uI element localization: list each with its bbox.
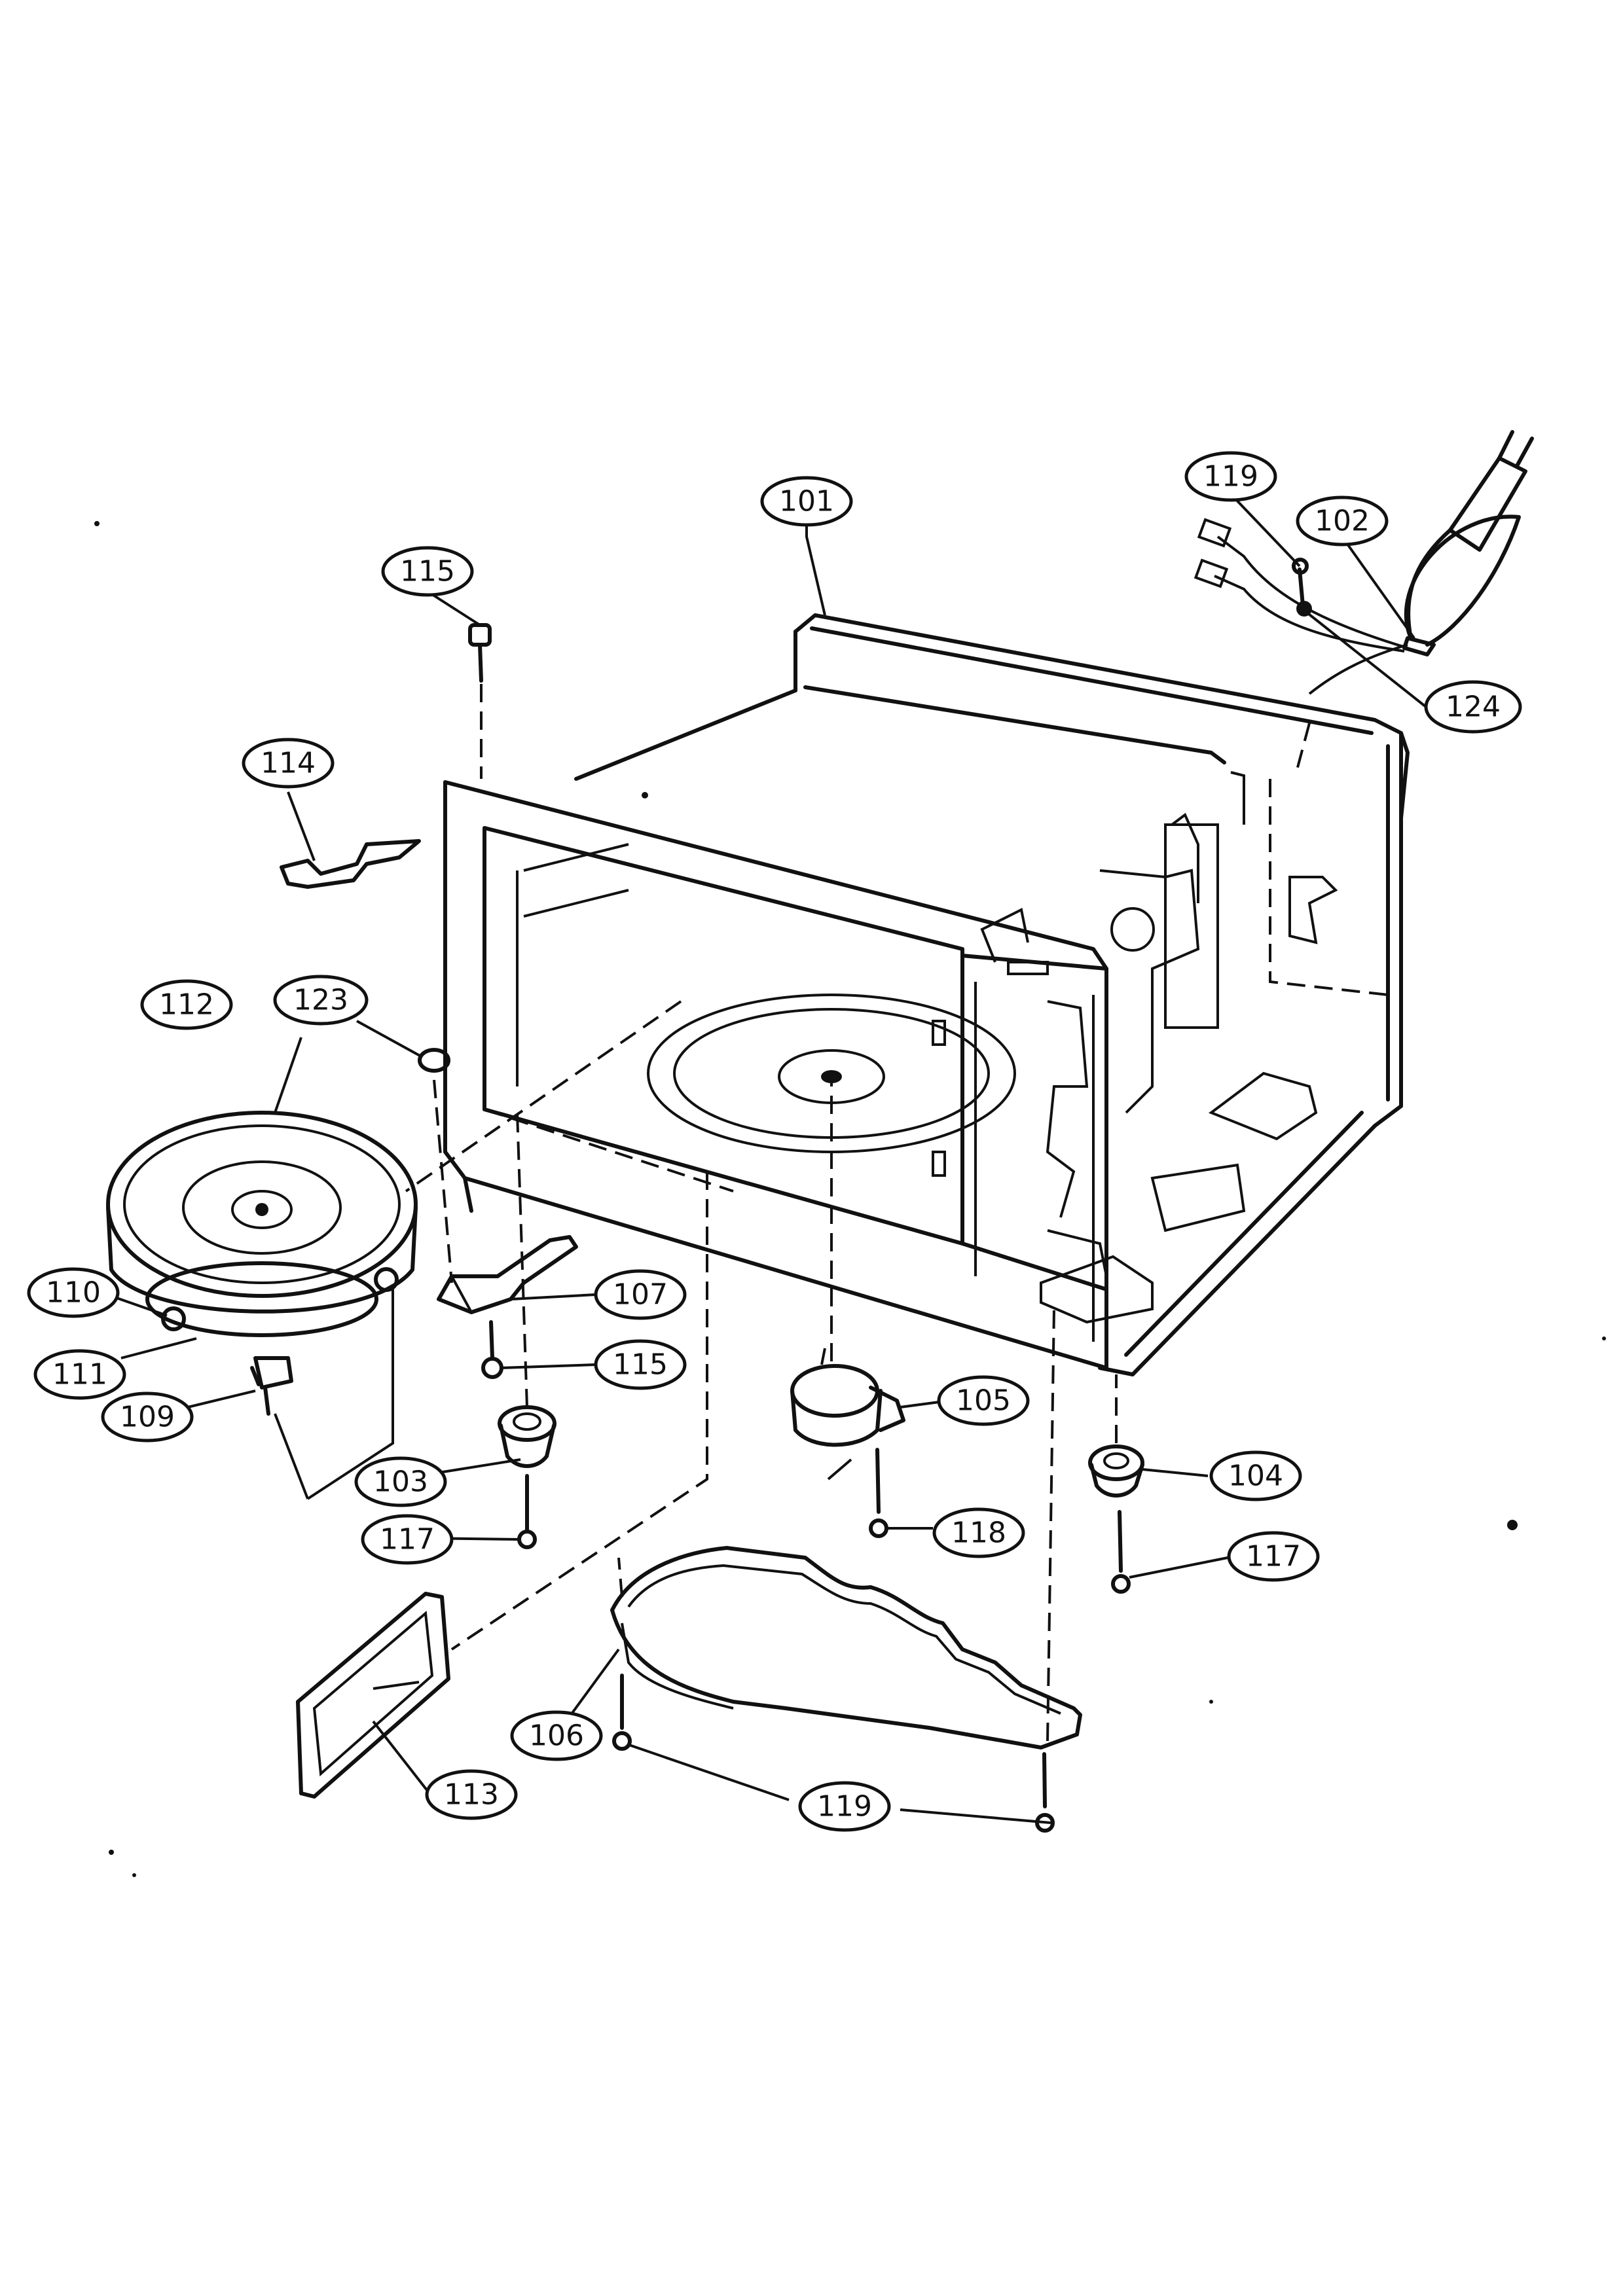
callout-105: 105 [937,1375,1030,1426]
svg-text:101: 101 [779,485,834,518]
screw-part-119-bottom [612,1308,1055,1833]
svg-text:104: 104 [1228,1460,1283,1493]
svg-text:106: 106 [529,1719,584,1753]
bracket-part-107 [437,1235,578,1314]
callout-118: 118 [932,1507,1025,1558]
svg-text:123: 123 [293,984,348,1017]
svg-text:111: 111 [52,1358,107,1391]
svg-text:118: 118 [951,1516,1006,1550]
svg-text:105: 105 [956,1384,1011,1418]
callout-102: 102 [1296,495,1389,547]
svg-text:102: 102 [1315,505,1370,538]
washer-part-123 [418,1048,453,1283]
callout-115-top: 115 [381,546,474,597]
screw-part-115-bottom [481,1320,503,1379]
callout-111: 111 [33,1349,126,1400]
callout-109: 109 [101,1391,194,1443]
callout-112: 112 [140,979,233,1030]
svg-text:114: 114 [261,747,316,780]
svg-text:103: 103 [373,1465,428,1499]
foot-part-104 [1088,1374,1144,1498]
svg-text:117: 117 [380,1523,435,1556]
callout-106: 106 [510,1710,603,1761]
svg-text:117: 117 [1246,1540,1301,1573]
svg-text:109: 109 [120,1401,175,1434]
screw-part-119-top [1292,558,1312,617]
callout-104: 104 [1209,1450,1302,1501]
callout-114: 114 [242,738,335,789]
callout-117-left: 117 [361,1514,454,1565]
callout-107: 107 [594,1269,687,1320]
svg-text:119: 119 [1203,460,1258,493]
turntable-plate-part-112 [106,1111,418,1416]
svg-text:113: 113 [444,1778,499,1812]
callout-117-right: 117 [1227,1531,1320,1582]
callout-101: 101 [760,476,853,527]
callout-110: 110 [27,1267,120,1318]
screw-part-115-top [468,623,492,779]
svg-text:112: 112 [159,988,214,1022]
svg-text:119: 119 [817,1790,872,1823]
callout-113: 113 [425,1769,518,1820]
callout-115-bottom: 115 [594,1339,687,1390]
svg-text:124: 124 [1446,691,1501,724]
callout-123: 123 [273,975,369,1026]
screw-part-117-right [1111,1510,1131,1594]
power-cord-part-102 [1308,430,1534,695]
svg-text:107: 107 [613,1278,668,1312]
svg-text:115: 115 [400,555,455,588]
callout-119-top: 119 [1184,451,1277,502]
screw-part-117-left [517,1474,537,1549]
scan-specks [94,521,1606,1877]
guide-line-2 [405,1000,682,1193]
callout-103: 103 [354,1456,447,1507]
foot-part-103 [498,1112,556,1468]
bottom-cover-part-106 [610,1546,1082,1749]
callout-119-bottom: 119 [798,1781,891,1832]
cabinet-part-101 [443,613,1410,1376]
guide-line-1 [450,1172,708,1651]
turntable-motor-part-105 [790,1080,905,1480]
bracket-part-114 [280,839,421,889]
svg-text:115: 115 [613,1348,668,1382]
screw-part-118 [869,1448,888,1538]
callout-124: 124 [1424,680,1522,734]
waveguide-cover-part-113 [296,1592,450,1799]
svg-text:110: 110 [46,1276,101,1310]
